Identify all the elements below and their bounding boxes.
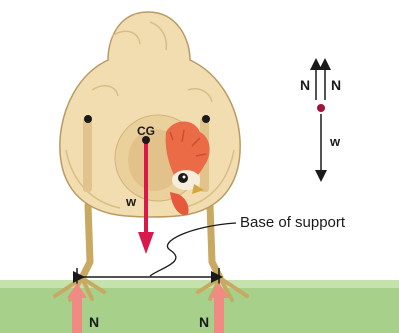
left-wing-edge	[83, 118, 92, 192]
normal-label-left: N	[89, 314, 99, 330]
fbd-label-w: w	[329, 134, 341, 149]
normal-label-right: N	[199, 314, 209, 330]
fbd-label-n-right: N	[331, 77, 341, 93]
base-of-support-label: Base of support	[240, 214, 346, 231]
weight-arrow-head	[138, 232, 154, 254]
fbd-label-n-left: N	[300, 77, 310, 93]
right-support-dot	[202, 115, 210, 123]
cg-label: CG	[137, 124, 155, 138]
base-pointer-line	[150, 223, 236, 276]
weight-label: w	[125, 194, 137, 209]
fbd-point	[317, 104, 325, 112]
ground-highlight	[0, 280, 399, 288]
free-body-diagram	[316, 64, 325, 176]
left-support-dot	[84, 115, 92, 123]
